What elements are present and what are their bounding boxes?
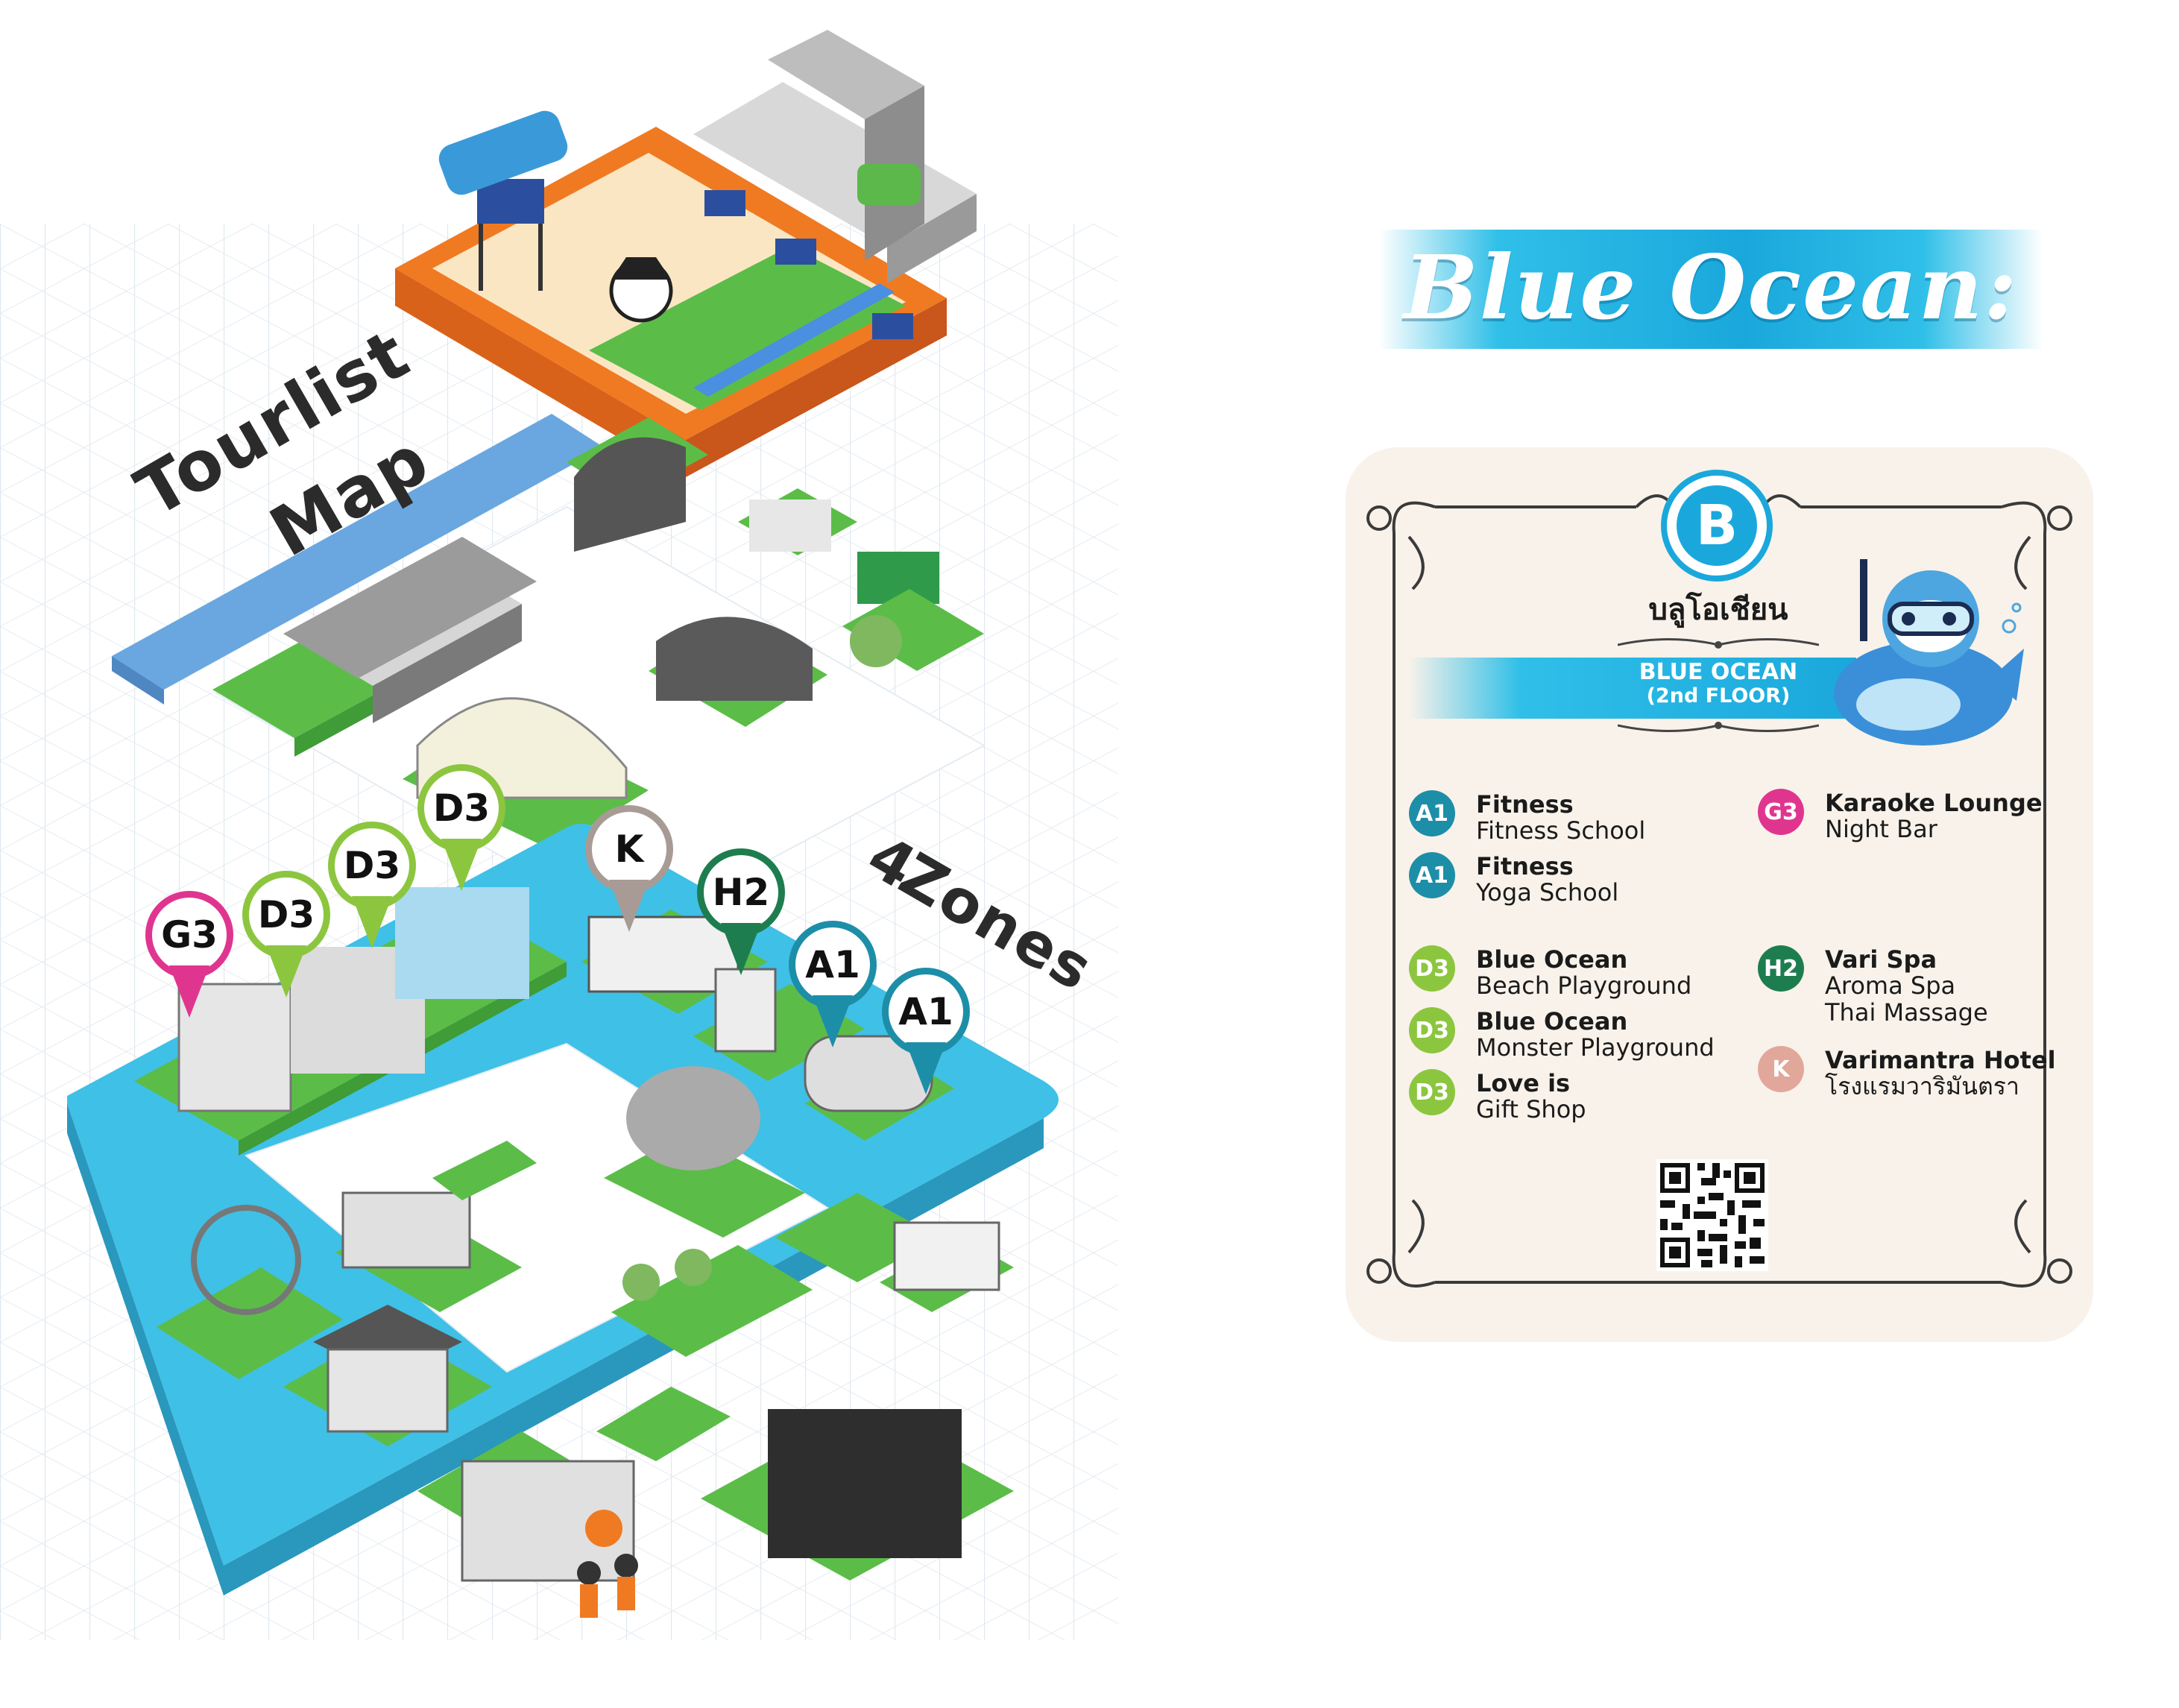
- legend-entry-name: Blue Ocean: [1476, 945, 1628, 974]
- legend-entry-sub: Thai Massage: [1825, 998, 1988, 1027]
- legend-code-badge: A1: [1409, 790, 1455, 836]
- thai-village-block: [157, 1066, 1014, 1582]
- pin-d3[interactable]: D3: [328, 822, 425, 963]
- legend-code-badge: G3: [1758, 789, 1804, 835]
- legend-entry: D3 Blue Ocean Monster Playground: [1409, 1007, 1722, 1067]
- floor-sublabel: (2nd FLOOR): [1646, 684, 1791, 708]
- grey-warehouse: [693, 30, 977, 283]
- pin-a1[interactable]: A1: [882, 968, 979, 1109]
- legend-entry-name: Fitness: [1476, 790, 1574, 819]
- ornament-divider-icon: [1618, 638, 1819, 649]
- legend-code-badge: D3: [1409, 945, 1455, 992]
- legend-entry-name: Vari Spa: [1825, 945, 1937, 974]
- legend-entry-name: Karaoke Lounge: [1825, 789, 2043, 817]
- legend-code-badge: A1: [1409, 852, 1455, 898]
- ornament-divider-icon: [1618, 722, 1819, 732]
- pin-d3[interactable]: D3: [417, 764, 514, 906]
- legend-entry: D3 Love is Gift Shop: [1409, 1069, 1722, 1129]
- pin-label: D3: [417, 764, 505, 852]
- legend-entry-sub: Gift Shop: [1476, 1095, 1586, 1124]
- legend-entry-sub: Night Bar: [1825, 815, 1937, 843]
- isometric-map: [0, 30, 1118, 1640]
- legend-entry: G3 Karaoke Lounge Night Bar: [1758, 789, 2056, 848]
- legend-title: Blue Ocean:: [1403, 235, 2019, 339]
- title-band: [1379, 230, 2043, 349]
- legend-code-badge: D3: [1409, 1069, 1455, 1115]
- legend-entry: A1 Fitness Yoga School: [1409, 852, 1707, 912]
- legend-entry-sub: Beach Playground: [1476, 971, 1692, 1000]
- heritage-block: [212, 417, 986, 933]
- legend-entry-sub: โรงแรมวาริมันตรา: [1825, 1072, 2019, 1100]
- legend-entry: K Varimantra Hotel โรงแรมวาริมันตรา: [1758, 1046, 2071, 1106]
- pin-tail: [906, 1042, 946, 1094]
- legend-entry-sub: Aroma Spa: [1825, 971, 1956, 1000]
- pin-tail: [813, 995, 853, 1047]
- floor-label: BLUE OCEAN: [1639, 659, 1798, 685]
- pin-tail: [609, 880, 649, 932]
- pirate-zone: [395, 110, 947, 477]
- floor-band: [1409, 658, 1856, 719]
- legend-entry-name: Love is: [1476, 1069, 1571, 1097]
- zone-thai-name: บลูโอเชียน: [1648, 593, 1788, 627]
- pin-label: G3: [145, 891, 233, 979]
- legend-code-badge: H2: [1758, 945, 1804, 992]
- zone-badge-letter: B: [1677, 485, 1757, 566]
- legend-entry-sub: Fitness School: [1476, 816, 1646, 845]
- pin-tail: [721, 923, 761, 975]
- legend-entry: A1 Fitness Fitness School: [1409, 790, 1707, 850]
- pin-tail: [352, 896, 392, 948]
- legend-entry-name: Blue Ocean: [1476, 1007, 1628, 1036]
- pin-tail: [169, 965, 209, 1018]
- mascot-figures: [577, 1554, 638, 1618]
- legend-entry: H2 Vari Spa Aroma Spa Thai Massage: [1758, 945, 2056, 1032]
- river: [112, 414, 604, 705]
- pin-k[interactable]: K: [585, 805, 682, 947]
- legend-entry: D3 Blue Ocean Beach Playground: [1409, 945, 1722, 1005]
- legend-entry-name: Varimantra Hotel: [1825, 1046, 2056, 1074]
- pin-tail: [266, 945, 306, 998]
- legend-entry-name: Fitness: [1476, 852, 1574, 880]
- legend-entry-sub: Yoga School: [1476, 878, 1619, 907]
- legend-code-badge: K: [1758, 1046, 1804, 1092]
- pin-h2[interactable]: H2: [697, 848, 794, 990]
- diver-dolphin-mascot-icon: [1834, 559, 2024, 746]
- pin-d3[interactable]: D3: [242, 871, 339, 1012]
- pin-a1[interactable]: A1: [789, 921, 886, 1062]
- pin-tail: [441, 839, 482, 891]
- legend-code-badge: D3: [1409, 1007, 1455, 1053]
- legend-entry-sub: Monster Playground: [1476, 1033, 1715, 1062]
- zone-badge: B: [1661, 470, 1773, 582]
- ornamental-frame: [1366, 494, 2072, 1288]
- pin-g3[interactable]: G3: [145, 891, 242, 1033]
- qr-code-icon[interactable]: [1656, 1159, 1768, 1271]
